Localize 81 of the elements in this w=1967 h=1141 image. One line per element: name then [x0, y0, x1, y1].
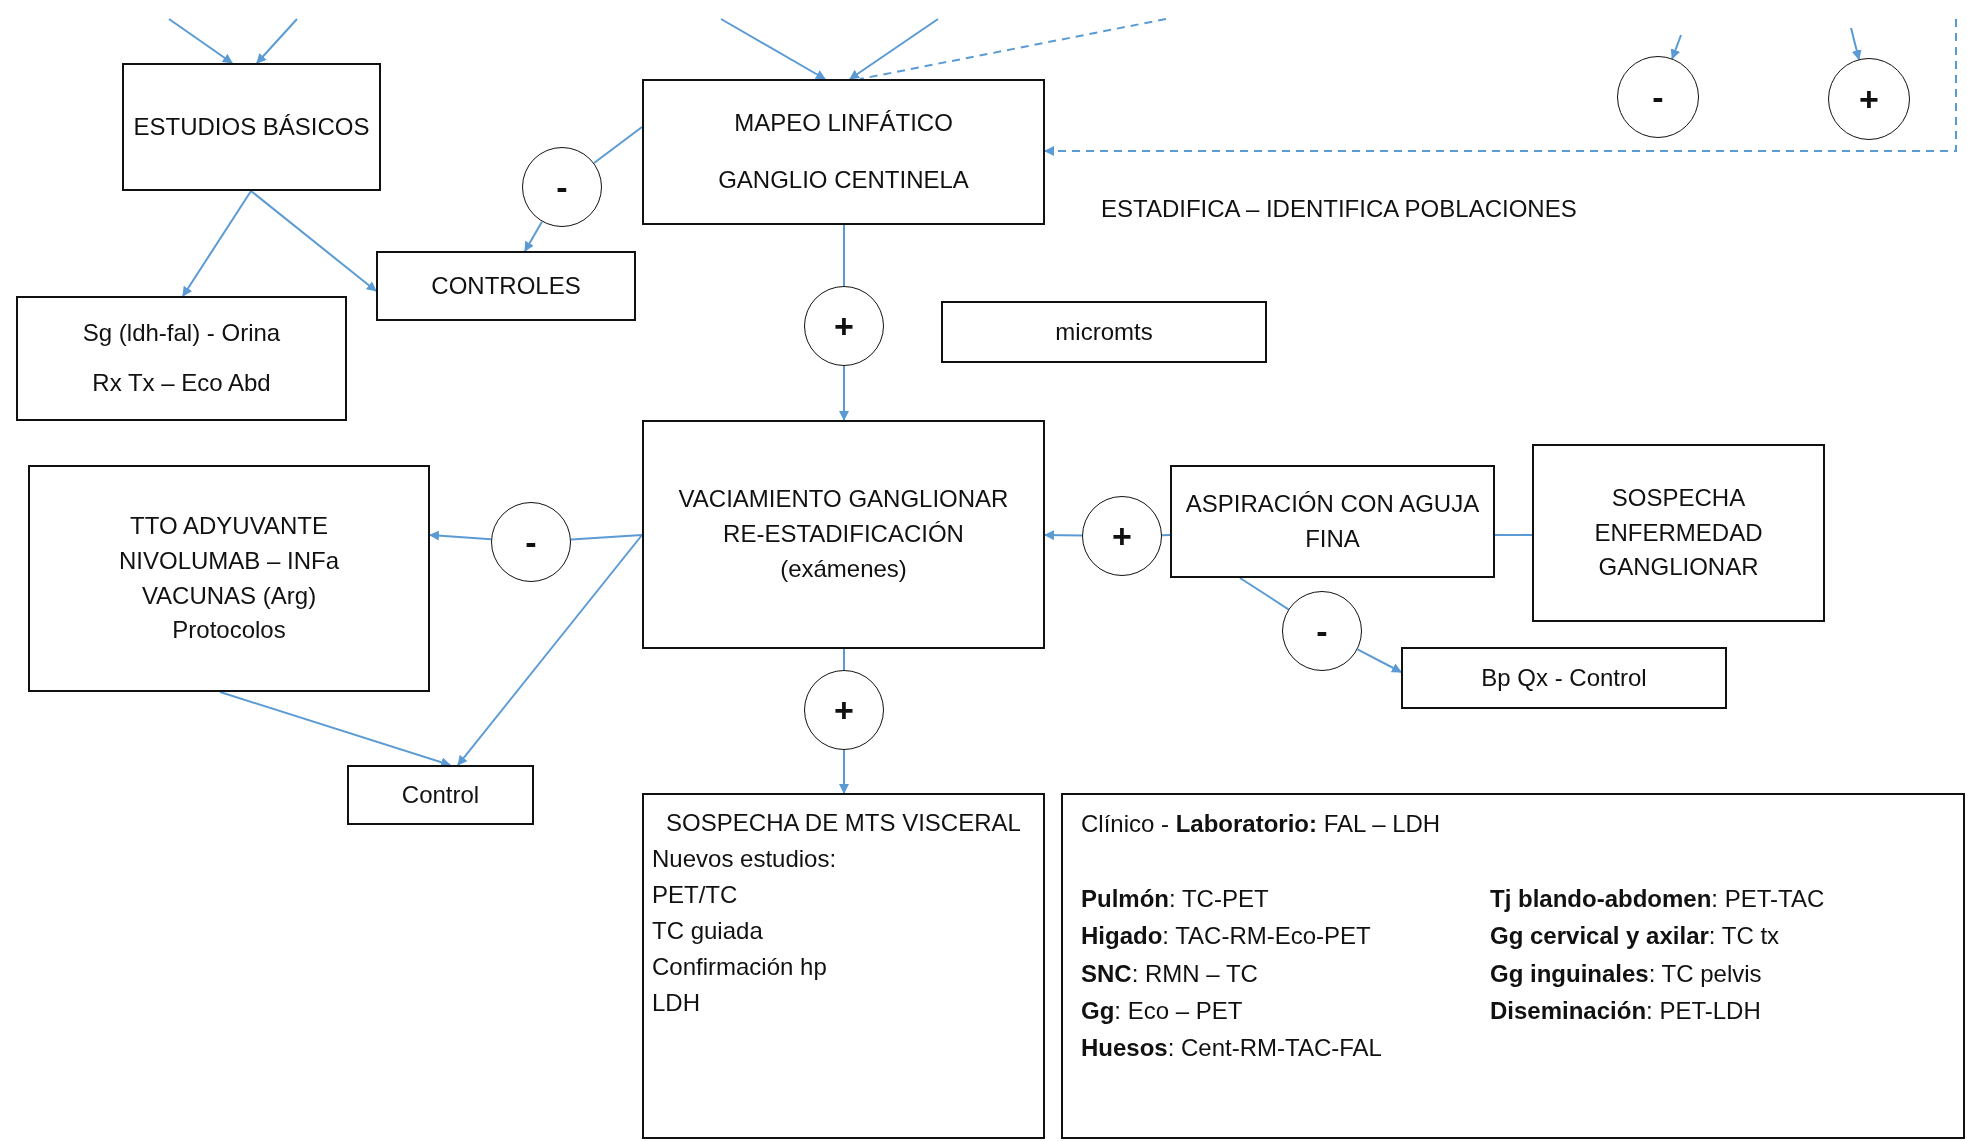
- sign-symbol: -: [1652, 80, 1664, 114]
- box-text: Clínico - Laboratorio: FAL – LDH: [1081, 809, 1441, 839]
- list-item: Huesos: Cent-RM-TAC-FAL: [1081, 1032, 1382, 1063]
- process-box: [347, 765, 534, 825]
- sign-symbol: +: [1112, 519, 1132, 553]
- connector-line: [843, 648, 845, 671]
- box-text: Protocolos: [172, 615, 286, 646]
- arrow: [839, 749, 849, 794]
- process-box: [941, 301, 1267, 363]
- box-text: NIVOLUMAB – INFa: [118, 545, 340, 576]
- sign-symbol: -: [525, 525, 537, 559]
- list-item: Gg inguinales: TC pelvis: [1490, 958, 1762, 989]
- box-text: ASPIRACIÓN CON AGUJA FINA: [1184, 488, 1481, 554]
- process-box: [1061, 793, 1965, 1139]
- sign-symbol: +: [834, 693, 854, 727]
- box-text: MAPEO LINFÁTICO: [734, 109, 953, 138]
- arrow: [849, 18, 939, 80]
- process-box: [642, 79, 1045, 225]
- process-box: [642, 793, 1045, 1139]
- note-text: ESTADIFICA – IDENTIFICA POBLACIONES: [1101, 195, 1577, 223]
- arrow: [1850, 27, 1862, 61]
- process-box: [642, 420, 1045, 649]
- box-text: micromts: [1055, 316, 1153, 347]
- process-box: [1401, 647, 1727, 709]
- box-text: (exámenes): [780, 553, 907, 584]
- list-item: Nuevos estudios:: [652, 844, 838, 874]
- list-item: SNC: RMN – TC: [1081, 958, 1258, 989]
- arrow: [1670, 34, 1682, 60]
- list-item: TC guiada: [652, 916, 764, 946]
- box-text: Bp Qx - Control: [1481, 662, 1647, 693]
- connector-line: [1239, 577, 1290, 611]
- list-item: Gg cervical y axilar: TC tx: [1490, 921, 1780, 952]
- box-text: Control: [401, 779, 480, 810]
- sign-symbol: -: [556, 170, 568, 204]
- box-text: SOSPECHA ENFERMEDAD GANGLIONAR: [1593, 482, 1764, 583]
- arrow: [256, 18, 298, 64]
- connector-line: [569, 534, 643, 541]
- list-item: Tj blando-abdomen: PET-TAC: [1490, 884, 1825, 915]
- connector-line: [1494, 534, 1533, 536]
- arrow: [524, 220, 543, 252]
- arrow: [1044, 18, 1957, 156]
- box-text: RE-ESTADIFICACIÓN: [723, 519, 964, 550]
- list-item: PET/TC: [652, 880, 739, 910]
- arrow: [219, 691, 451, 768]
- box-text: TTO ADYUVANTE: [130, 510, 328, 541]
- sign-symbol: +: [1859, 82, 1879, 116]
- connector-line: [593, 126, 643, 164]
- connector-line: [1161, 534, 1171, 537]
- list-item: Confirmación hp: [652, 952, 828, 982]
- box-text: GANGLIO CENTINELA: [718, 166, 969, 195]
- process-box: [16, 296, 347, 421]
- arrow: [1356, 648, 1402, 673]
- box-text: Sg (ldh-fal) - Orina: [82, 319, 281, 348]
- sign-symbol: +: [834, 309, 854, 343]
- list-item: Pulmón: TC-PET: [1081, 884, 1269, 915]
- process-box: [122, 63, 381, 191]
- arrow: [168, 18, 233, 64]
- arrow: [429, 530, 493, 541]
- arrow: [250, 190, 377, 292]
- arrow: [720, 18, 826, 80]
- arrow: [182, 190, 252, 297]
- process-box: [1532, 444, 1825, 622]
- box-text: Rx Tx – Eco Abd: [92, 369, 271, 398]
- process-box: [1170, 465, 1495, 578]
- box-text: VACUNAS (Arg): [141, 580, 317, 611]
- box-text: ESTUDIOS BÁSICOS: [133, 111, 370, 142]
- connector-line: [843, 224, 845, 287]
- box-text: CONTROLES: [431, 270, 581, 301]
- box-text: SOSPECHA DE MTS VISCERAL: [665, 808, 1022, 838]
- arrow: [839, 365, 849, 421]
- list-item: Diseminación: PET-LDH: [1490, 995, 1761, 1026]
- arrow: [457, 534, 643, 766]
- sign-symbol: -: [1316, 614, 1328, 648]
- arrow: [1044, 530, 1083, 541]
- connector-line: [859, 18, 1167, 80]
- list-item: LDH: [652, 988, 701, 1018]
- list-item: Gg: Eco – PET: [1081, 995, 1243, 1026]
- process-box: [28, 465, 430, 692]
- box-text: VACIAMIENTO GANGLIONAR: [678, 484, 1009, 515]
- process-box: [376, 251, 636, 321]
- list-item: Higado: TAC-RM-Eco-PET: [1081, 921, 1371, 952]
